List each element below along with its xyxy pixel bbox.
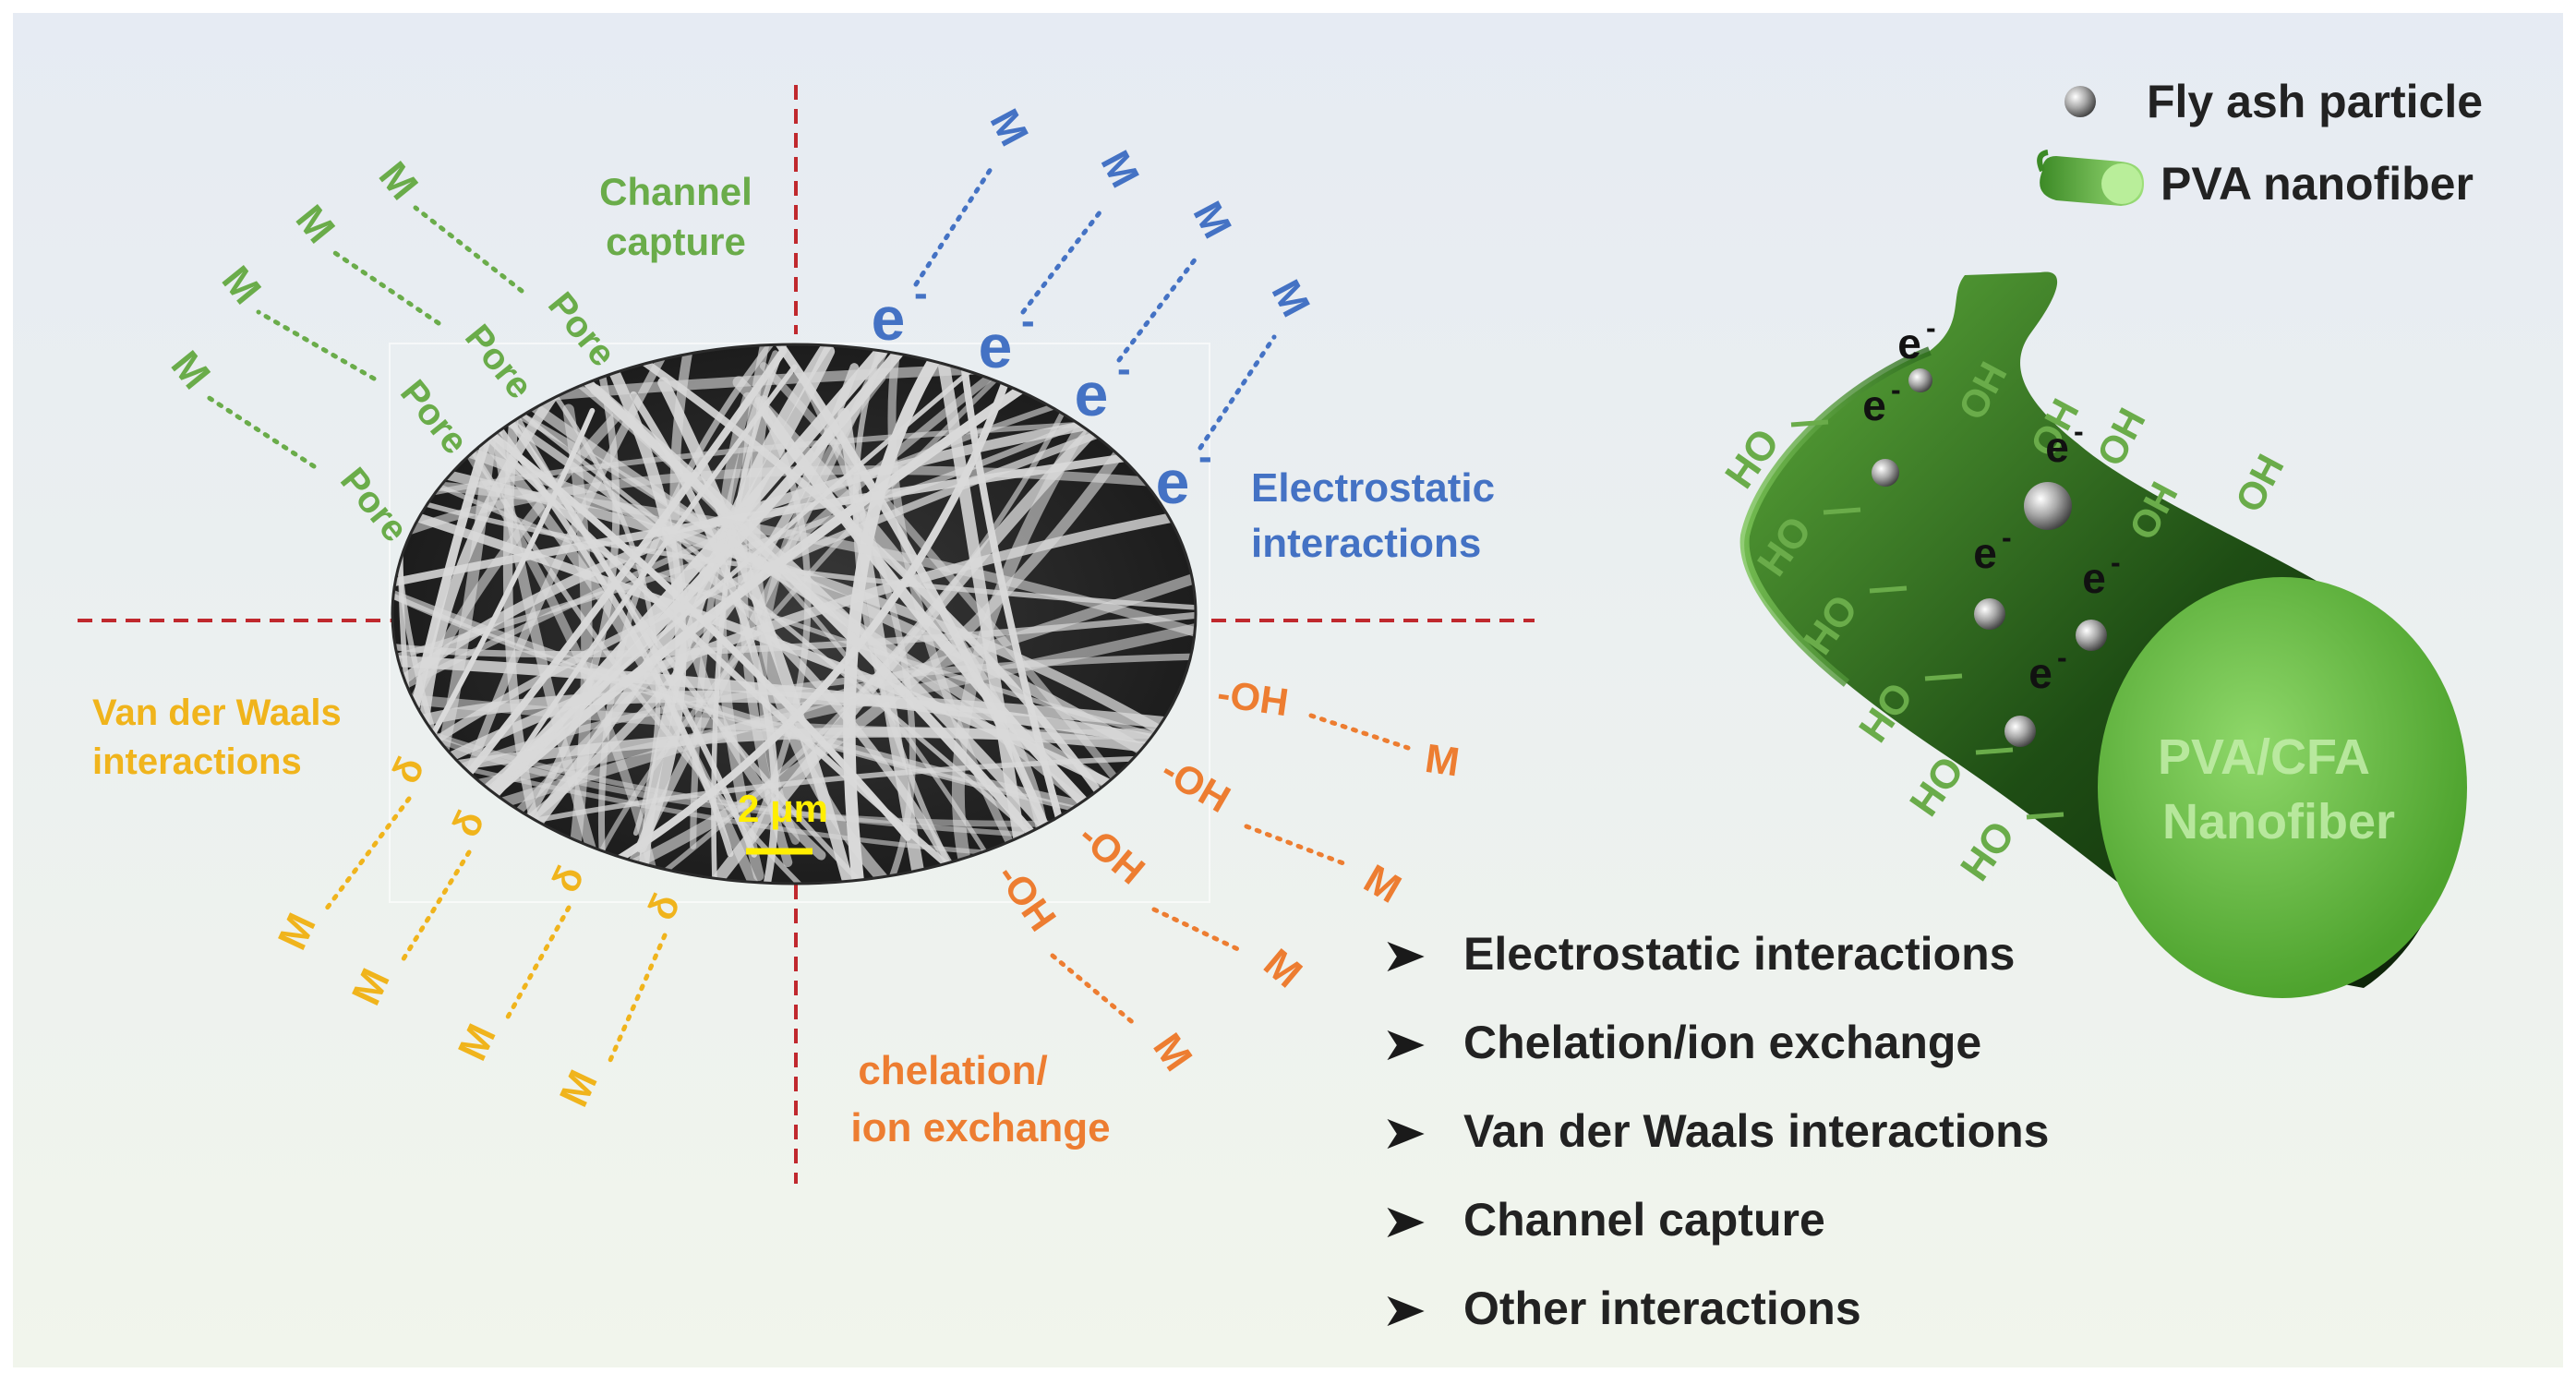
- fly-ash-particle-icon: [2064, 86, 2096, 117]
- electron-charge: -: [1198, 434, 1212, 479]
- mechanism-item: Van der Waals interactions: [1387, 1105, 2049, 1157]
- fiber-bond: [1790, 419, 1829, 428]
- hydroxyl-dotted-link: [1050, 953, 1138, 1028]
- arrow-bullet-icon: [1387, 1030, 1425, 1061]
- fly-ash-particle: [1974, 598, 2005, 630]
- van-der-waals-title-2: interactions: [92, 741, 302, 782]
- fiber-bond: [1924, 673, 1963, 681]
- fiber-electron: e: [1862, 381, 1886, 429]
- fly-ash-particle: [1908, 368, 1932, 392]
- electron-charge: -: [1117, 346, 1131, 391]
- mechanism-item: Other interactions: [1387, 1283, 1861, 1334]
- metal-label: M: [1422, 736, 1462, 786]
- fiber-electron-charge: -: [1926, 311, 1936, 344]
- electron-dotted-link: [1020, 205, 1106, 315]
- mechanism-label: Other interactions: [1463, 1283, 1861, 1334]
- fly-ash-particle: [2076, 620, 2107, 651]
- pore-dotted-link: [256, 309, 377, 381]
- pva-nanofiber-icon: [2037, 150, 2144, 206]
- delta-dotted-link: [397, 849, 472, 968]
- delta-dotted-link: [605, 933, 668, 1069]
- arrow-bullet-icon: [1387, 1118, 1425, 1150]
- fly-ash-particle: [2004, 716, 2036, 747]
- electron-dotted-link: [913, 163, 995, 287]
- arrow-bullet-icon: [1387, 1295, 1425, 1327]
- hydroxyl-dotted-link: [1151, 907, 1245, 954]
- mechanism-label: Chelation/ion exchange: [1463, 1017, 1981, 1068]
- van-der-waals-title-1: Van der Waals: [92, 692, 342, 733]
- electrostatic-title-1: Electrostatic: [1251, 465, 1495, 511]
- mechanism-label: Electrostatic interactions: [1463, 928, 2015, 980]
- legend: Fly ash particle PVA nanofiber: [2037, 76, 2483, 210]
- electrostatic-region: Electrostatic interactions e-Me-Me-Me-M: [872, 102, 1495, 566]
- legend-fiber-label: PVA nanofiber: [2161, 158, 2474, 210]
- mechanism-list: Electrostatic interactionsChelation/ion …: [1387, 928, 2049, 1334]
- fly-ash-particle: [1872, 459, 1899, 487]
- fiber-electron-charge: -: [2111, 546, 2121, 579]
- delta-dotted-link: [503, 905, 572, 1023]
- delta-dotted-link: [323, 796, 412, 912]
- electron-charge: -: [1021, 298, 1035, 343]
- electron-charge: -: [914, 271, 928, 316]
- scale-bar-label: 2 μm: [738, 787, 828, 830]
- hydroxyl-dotted-link: [1244, 824, 1346, 866]
- fiber-electron: e: [2082, 554, 2106, 602]
- arrow-bullet-icon: [1387, 1207, 1425, 1238]
- fiber-bond: [2026, 812, 2064, 820]
- mechanism-label: Channel capture: [1463, 1194, 1825, 1246]
- fiber-electron-charge: -: [2074, 415, 2084, 448]
- fiber-bond: [1869, 585, 1908, 594]
- nanofiber-end-cap: [2098, 577, 2467, 998]
- channel-capture-title-1: Channel: [599, 170, 752, 213]
- electron-label: e: [872, 284, 906, 353]
- mechanism-item: Electrostatic interactions: [1387, 928, 2015, 980]
- fiber-label-1: PVA/CFA: [2158, 729, 2370, 785]
- fly-ash-particle: [2024, 482, 2072, 530]
- electron-dotted-link: [1198, 334, 1277, 451]
- fiber-label-2: Nanofiber: [2162, 794, 2395, 849]
- fiber-electron: e: [2045, 423, 2069, 471]
- quadrant-dividers: [78, 85, 1535, 1184]
- fiber-electron: e: [2028, 649, 2052, 697]
- channel-capture-title-2: capture: [606, 220, 746, 263]
- fiber-bond: [1823, 507, 1861, 515]
- mechanism-item: Chelation/ion exchange: [1387, 1017, 1981, 1068]
- pore-dotted-link: [330, 248, 441, 326]
- fiber-bond: [1975, 747, 2014, 755]
- fiber-electron: e: [1973, 529, 1997, 577]
- fiber-electron-charge: -: [1891, 373, 1901, 406]
- electron-label: e: [1156, 448, 1190, 516]
- mechanism-label: Van der Waals interactions: [1463, 1105, 2049, 1157]
- scale-bar: 2 μm: [738, 787, 828, 855]
- chelation-title-2: ion exchange: [850, 1105, 1110, 1150]
- chelation-title-1: chelation/: [858, 1048, 1047, 1093]
- mechanism-item: Channel capture: [1387, 1194, 1825, 1246]
- fiber-electron-charge: -: [2057, 641, 2067, 674]
- hydroxyl-label: -OH: [1215, 671, 1292, 724]
- pore-dotted-link: [413, 205, 524, 294]
- electron-dotted-link: [1116, 256, 1198, 363]
- nanofiber-top-edge: [1739, 346, 1932, 687]
- electrostatic-title-2: interactions: [1251, 521, 1481, 566]
- fiber-electron-charge: -: [2002, 521, 2012, 554]
- electron-label: e: [1075, 360, 1109, 428]
- pore-dotted-link: [205, 394, 317, 469]
- sem-outline: [391, 343, 1198, 885]
- arrow-bullet-icon: [1387, 941, 1425, 972]
- fiber-electron: e: [1897, 319, 1921, 367]
- electron-label: e: [979, 312, 1013, 380]
- legend-particle-label: Fly ash particle: [2147, 76, 2483, 127]
